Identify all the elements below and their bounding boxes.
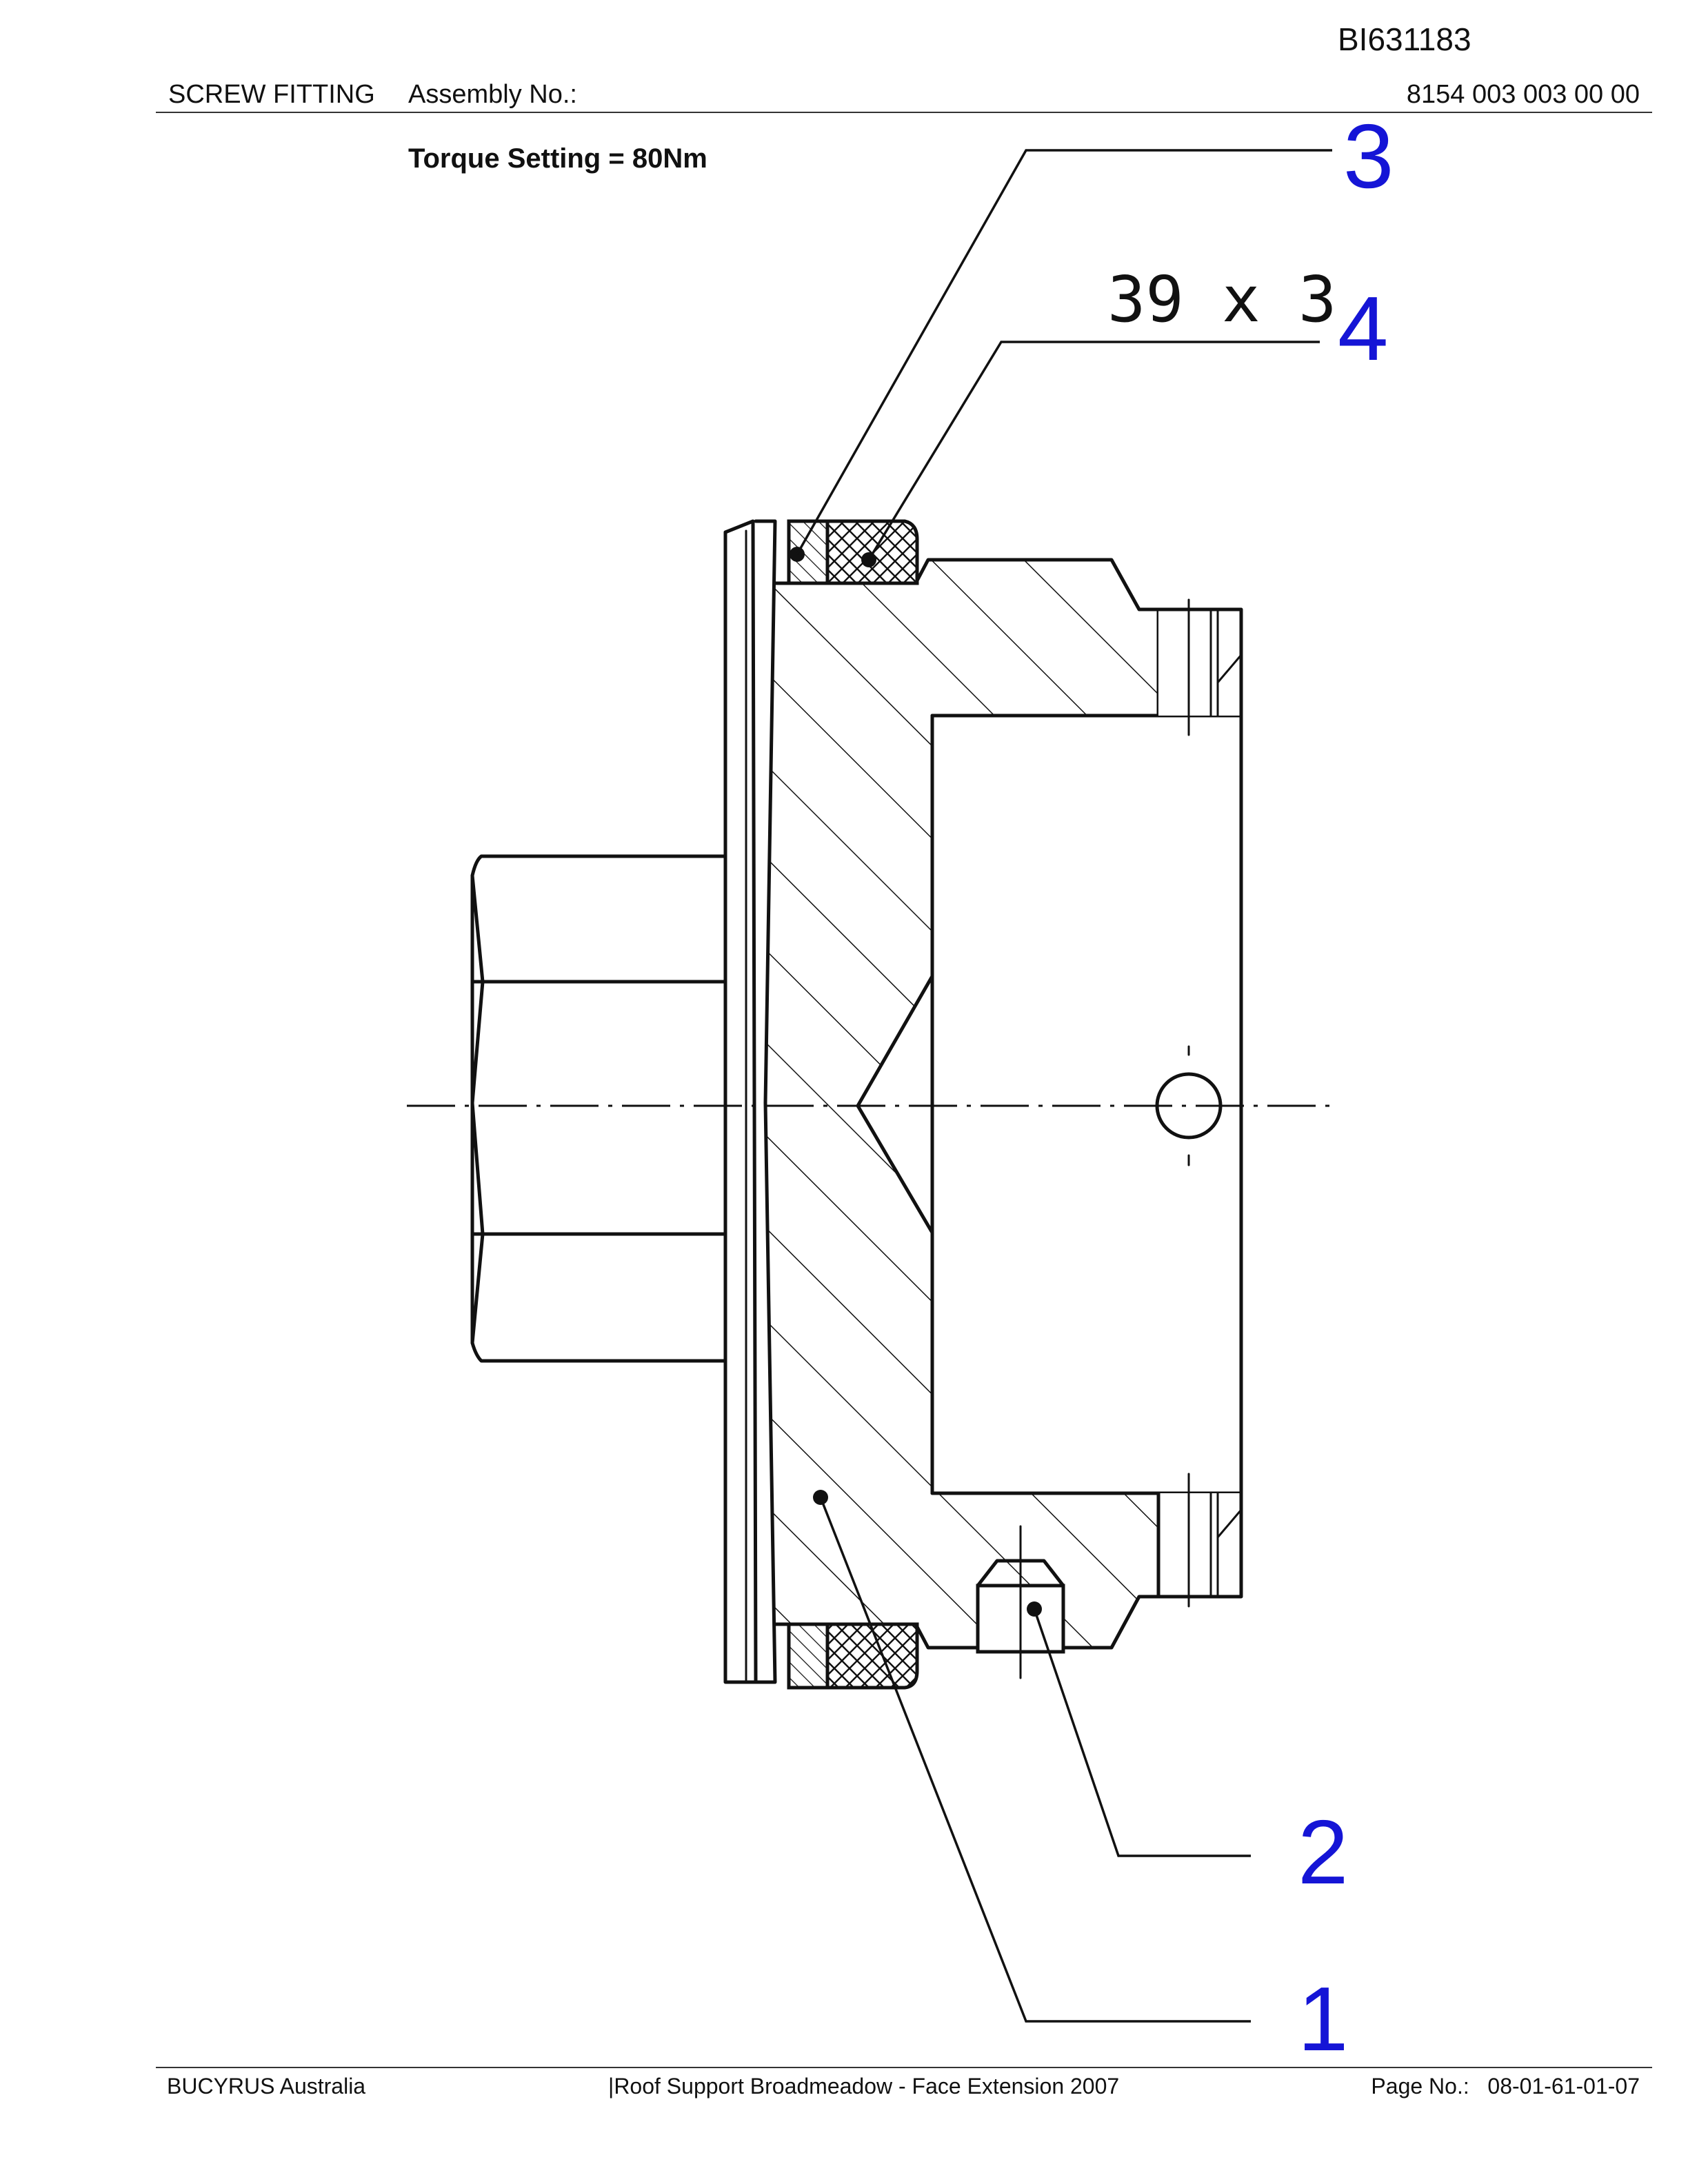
threaded-end — [1156, 598, 1243, 1608]
callout-2: 2 — [1298, 1801, 1348, 1903]
page-label: Page No.: — [1371, 2074, 1469, 2099]
body-section — [765, 558, 1160, 1650]
callout-3: 3 — [1343, 105, 1394, 207]
torque-note: Torque Setting = 80Nm — [408, 143, 707, 174]
seal-ring-3 — [787, 519, 830, 1690]
header-divider — [156, 112, 1652, 113]
assembly-number: 8154 003 003 00 00 — [1406, 80, 1640, 109]
footer-divider — [156, 2067, 1652, 2068]
footer-company: BUCYRUS Australia — [167, 2074, 366, 2099]
callout-4: 4 — [1338, 278, 1388, 379]
drawing-title: SCREW FITTING — [168, 80, 375, 109]
dimension-label: 39 x 3 — [1107, 263, 1336, 336]
bore — [930, 714, 1243, 1495]
page-number: 08-01-61-01-07 — [1487, 2074, 1640, 2099]
footer-project: |Roof Support Broadmeadow - Face Extensi… — [608, 2074, 1120, 2099]
leader-lines — [790, 149, 1332, 2023]
document-id: BI631183 — [1338, 21, 1471, 57]
callout-1: 1 — [1298, 1968, 1348, 2070]
footer-page: Page No.: 08-01-61-01-07 — [1371, 2074, 1640, 2099]
assembly-label: Assembly No.: — [408, 80, 577, 109]
valve-insert — [976, 1525, 1065, 1679]
hex-head — [470, 854, 727, 1363]
